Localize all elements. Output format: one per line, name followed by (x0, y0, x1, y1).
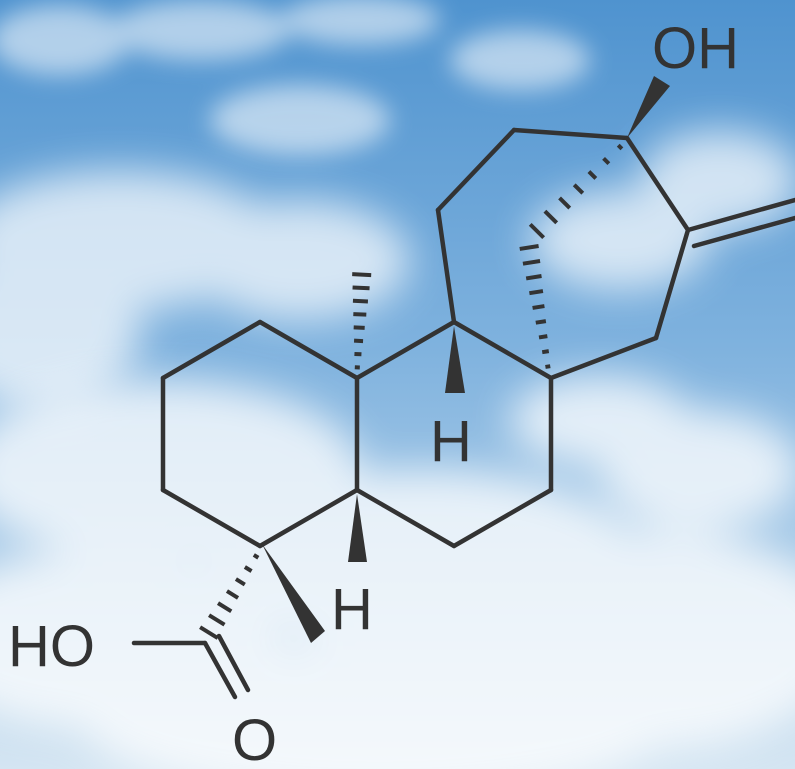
hash-segment (529, 289, 544, 296)
double-bond (691, 215, 795, 249)
hash-segment (541, 349, 550, 355)
bond (354, 487, 457, 549)
hash-segment (208, 613, 226, 627)
atom-labels: OH H H HO O (8, 16, 739, 769)
hash-segment (353, 325, 365, 330)
hash-segment (243, 565, 253, 573)
h-label-upper: H (430, 409, 472, 474)
wedge-bond (348, 494, 367, 562)
hash-segment (543, 209, 559, 225)
bond (451, 487, 554, 549)
bond (435, 127, 517, 213)
double-bond (202, 640, 238, 700)
wedge-bond (627, 76, 670, 138)
bond (160, 319, 263, 381)
bond (160, 487, 263, 549)
hash-segment (572, 183, 585, 195)
hash-segment (234, 577, 246, 587)
hash-segment (225, 589, 240, 600)
bond (435, 207, 457, 325)
hash-segment (616, 143, 624, 151)
hash-segment (522, 259, 541, 266)
hash-segment (538, 334, 548, 340)
hash-segment (532, 304, 545, 310)
hash-segment (216, 601, 233, 614)
h-label-lower: H (331, 577, 373, 642)
hashed-bonds (199, 143, 624, 640)
hash-segment (587, 170, 598, 180)
wedge-bonds (262, 76, 670, 643)
hash-segment (352, 298, 369, 304)
bond (354, 319, 457, 381)
wedge-bond (445, 326, 465, 393)
bond (257, 487, 360, 549)
bond (511, 127, 630, 141)
oh-label: OH (652, 16, 739, 81)
hash-segment (535, 319, 547, 325)
hash-segment (558, 196, 572, 210)
bond (548, 335, 659, 381)
hash-segment (199, 625, 219, 640)
hash-segment (252, 553, 260, 560)
hash-segment (352, 285, 370, 291)
hash-segment (525, 274, 542, 281)
o-label: O (232, 708, 277, 769)
bond (257, 319, 360, 381)
hash-segment (353, 312, 367, 317)
bond (653, 227, 691, 341)
ho-label: HO (8, 614, 95, 679)
wedge-bond (262, 544, 325, 643)
hash-segment (602, 156, 611, 166)
bond (451, 319, 554, 381)
hash-segment (519, 243, 539, 251)
hash-segment (528, 222, 546, 240)
double-bond (685, 197, 795, 233)
bond-skeleton (131, 127, 795, 700)
bond (624, 135, 691, 233)
hash-segment (545, 364, 551, 369)
double-bond (216, 633, 251, 693)
hash-segment (352, 272, 372, 278)
